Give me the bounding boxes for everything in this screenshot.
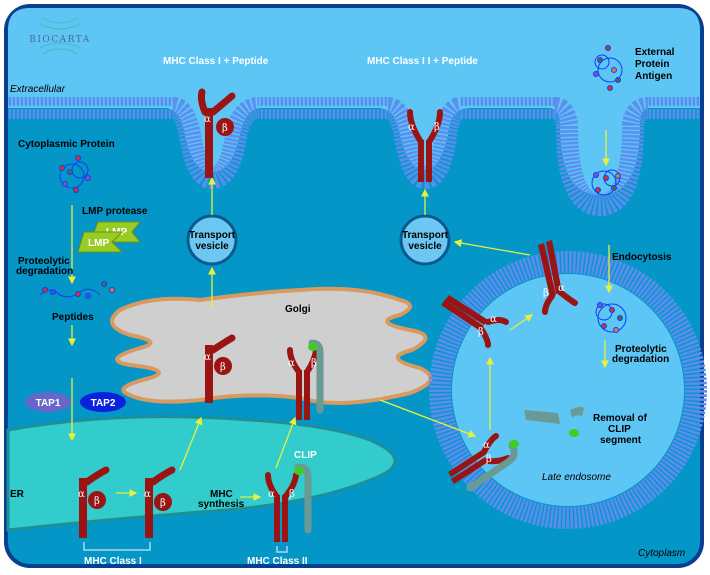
endosome-antigen-cluster	[595, 302, 627, 333]
removal-clip-label: CLIP	[608, 424, 631, 435]
svg-text:β: β	[486, 454, 492, 465]
golgi-apparatus	[110, 286, 433, 405]
biocarta-logo-text: BIOCARTA	[29, 35, 91, 45]
mhc-class-ii-label: MHC Class II	[247, 556, 308, 567]
svg-text:β: β	[222, 123, 228, 134]
external-antigen-cluster	[593, 45, 623, 91]
mhc-class-i-surface: α β	[197, 88, 236, 178]
mhc-synthesis-label: MHC	[210, 489, 233, 500]
svg-text:β: β	[434, 122, 440, 133]
lmp-protease-label: LMP protease	[82, 206, 148, 217]
svg-text:β: β	[220, 362, 226, 373]
cytoplasmic-protein-cluster	[59, 155, 91, 193]
arrow	[379, 399, 477, 438]
mhc-class-ii-bracket	[276, 546, 288, 553]
lmp-protease-complex: LMP LMP	[77, 221, 142, 253]
cytoplasm-label: Cytoplasm	[638, 548, 685, 559]
svg-text:β: β	[94, 496, 100, 507]
endosome-degradation-label: degradation	[612, 354, 669, 365]
mhc-class-ii-golgi: α β	[287, 339, 324, 420]
transport-vesicle-2: Transport vesicle	[399, 214, 451, 266]
mhc-synthesis-label: synthesis	[198, 499, 245, 510]
endocytosis-label: Endocytosis	[612, 252, 672, 263]
mhc-class-i-bracket	[83, 542, 151, 551]
endosome-membrane	[429, 251, 707, 529]
transport-vesicle-label: Transport	[402, 230, 449, 241]
mhc-class-i-label: MHC Class I	[84, 556, 142, 567]
tap2-label: TAP2	[91, 398, 116, 409]
mhc-class-i-er-2: α β	[144, 466, 176, 538]
mhc-class-i-golgi: α β	[204, 334, 236, 403]
pathway-arrows	[68, 130, 613, 501]
proteolytic-degradation-label: degradation	[16, 266, 73, 277]
svg-text:α: α	[408, 122, 415, 133]
clip-label: CLIP	[294, 450, 317, 461]
lmp-label: LMP	[88, 238, 109, 249]
peptide-fragments	[39, 281, 115, 299]
cytoplasmic-protein-label: Cytoplasmic Protein	[18, 139, 115, 150]
er-label: ER	[10, 489, 25, 500]
arrow	[275, 416, 297, 469]
internalized-antigen-cluster	[591, 169, 621, 196]
removal-clip-label: Removal of	[593, 413, 648, 424]
svg-text:α: α	[490, 314, 497, 325]
svg-text:α: α	[144, 489, 151, 500]
mhc-class-ii-peptide-title: MHC Class I I + Peptide	[367, 56, 478, 67]
svg-text:β: β	[160, 498, 166, 509]
peptide-clusters	[39, 45, 627, 333]
svg-text:β: β	[543, 288, 549, 299]
svg-text:α: α	[288, 358, 295, 369]
tap1-label: TAP1	[36, 398, 61, 409]
late-endosome-label: Late endosome	[542, 472, 611, 483]
svg-text:α: α	[483, 440, 490, 451]
transport-vesicle-label: Transport	[189, 230, 236, 241]
clip-fragments	[524, 406, 584, 437]
transport-vesicle-label: vesicle	[408, 241, 442, 252]
external-antigen-label: Protein	[635, 59, 669, 70]
svg-text:β: β	[289, 489, 295, 500]
arrow	[453, 239, 531, 256]
mhc-class-ii-endosome-bottom: α β	[448, 433, 519, 492]
svg-text:α: α	[268, 489, 275, 500]
mhc-class-ii-er: α β	[265, 463, 312, 542]
transport-vesicle-1: Transport vesicle	[186, 214, 238, 266]
arrow	[509, 314, 534, 331]
extracellular-label: Extracellular	[10, 84, 66, 95]
tap2-transporter: TAP2	[80, 392, 126, 412]
endosome-degradation-label: Proteolytic	[615, 344, 667, 355]
proteolytic-degradation-label: Proteolytic	[18, 256, 70, 267]
svg-text:β: β	[311, 358, 317, 369]
external-antigen-label: External	[635, 47, 675, 58]
mhc-class-i-er-1: α β	[78, 466, 110, 538]
mhc-class-i-peptide-title: MHC Class I + Peptide	[163, 56, 269, 67]
tap1-transporter: TAP1	[25, 392, 71, 412]
svg-text:α: α	[558, 283, 565, 294]
golgi-label: Golgi	[285, 304, 311, 315]
removal-clip-label: segment	[600, 435, 642, 446]
svg-text:β: β	[478, 327, 484, 338]
svg-text:α: α	[78, 489, 85, 500]
mhc-class-ii-surface: α β	[407, 109, 443, 182]
svg-text:α: α	[204, 352, 211, 363]
transport-vesicle-label: vesicle	[195, 241, 229, 252]
peptides-label: Peptides	[52, 312, 94, 323]
logo: BIOCARTA	[29, 17, 91, 55]
external-antigen-label: Antigen	[635, 71, 672, 82]
svg-text:α: α	[204, 114, 211, 125]
plasma-membrane	[8, 97, 700, 217]
mhc-class-ii-endosome-left: α β	[441, 295, 509, 348]
mhc-class-ii-endosome-top: β α	[538, 240, 578, 315]
arrow	[179, 416, 203, 471]
